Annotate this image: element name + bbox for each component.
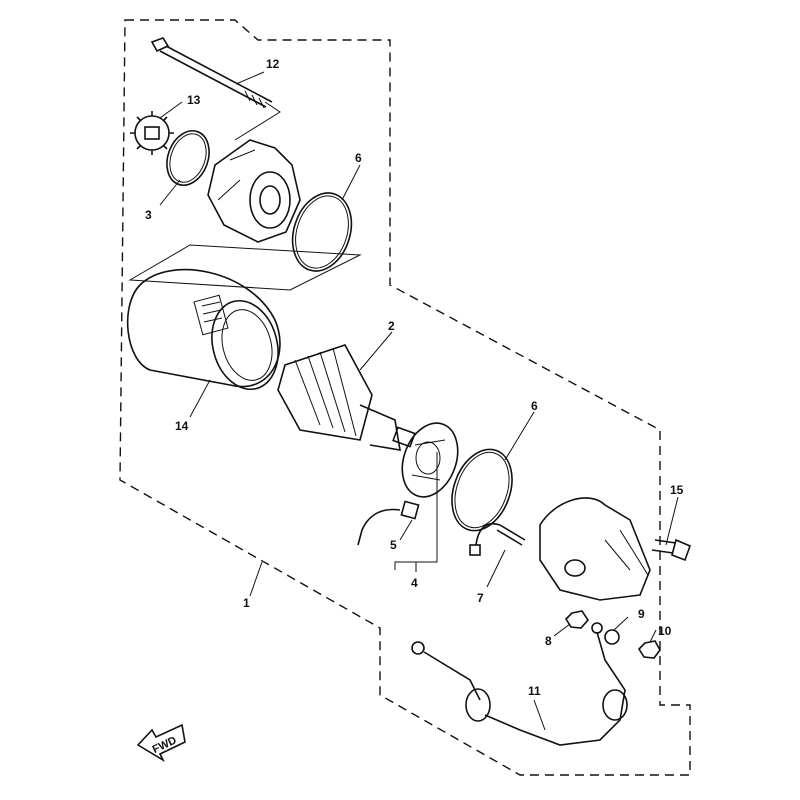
callout-15: 15 bbox=[670, 483, 684, 497]
callout-10: 10 bbox=[658, 624, 672, 638]
motor-yoke bbox=[126, 268, 281, 391]
nut-10 bbox=[637, 640, 661, 659]
brush-plate bbox=[401, 422, 459, 498]
callout-9: 9 bbox=[638, 607, 645, 621]
callout-6-upper: 6 bbox=[355, 151, 362, 165]
callout-14: 14 bbox=[175, 419, 189, 433]
through-bolt bbox=[150, 37, 273, 109]
fwd-label: FWD bbox=[151, 734, 179, 755]
callout-6-lower: 6 bbox=[531, 399, 538, 413]
callout-11: 11 bbox=[528, 684, 541, 698]
fwd-arrow-icon: FWD bbox=[136, 723, 186, 763]
callout-13: 13 bbox=[187, 93, 201, 107]
callout-2: 2 bbox=[388, 319, 395, 333]
nut-8 bbox=[564, 610, 590, 629]
callout-labels: 1 2 3 4 5 6 6 7 8 9 10 11 12 13 14 15 bbox=[145, 57, 684, 698]
front-cover bbox=[207, 139, 301, 243]
callout-3: 3 bbox=[145, 208, 152, 222]
washer-9 bbox=[604, 629, 620, 645]
o-ring-large-lower bbox=[451, 448, 513, 532]
assembly-boundary bbox=[119, 19, 691, 776]
leader-lines bbox=[159, 71, 679, 731]
callout-7: 7 bbox=[477, 591, 484, 605]
rear-cover bbox=[539, 497, 651, 601]
callout-12: 12 bbox=[266, 57, 280, 71]
callout-8: 8 bbox=[545, 634, 552, 648]
callout-1: 1 bbox=[243, 596, 250, 610]
starter-cable bbox=[411, 622, 628, 746]
callout-5: 5 bbox=[390, 538, 397, 552]
mounting-bolt bbox=[651, 538, 692, 562]
callout-4: 4 bbox=[411, 576, 418, 590]
o-ring-small bbox=[166, 130, 210, 186]
armature bbox=[277, 344, 416, 451]
brush-with-lead bbox=[357, 500, 420, 546]
o-ring-large-upper bbox=[291, 192, 353, 272]
terminal-bolt bbox=[469, 523, 526, 556]
drive-gear bbox=[130, 111, 174, 155]
